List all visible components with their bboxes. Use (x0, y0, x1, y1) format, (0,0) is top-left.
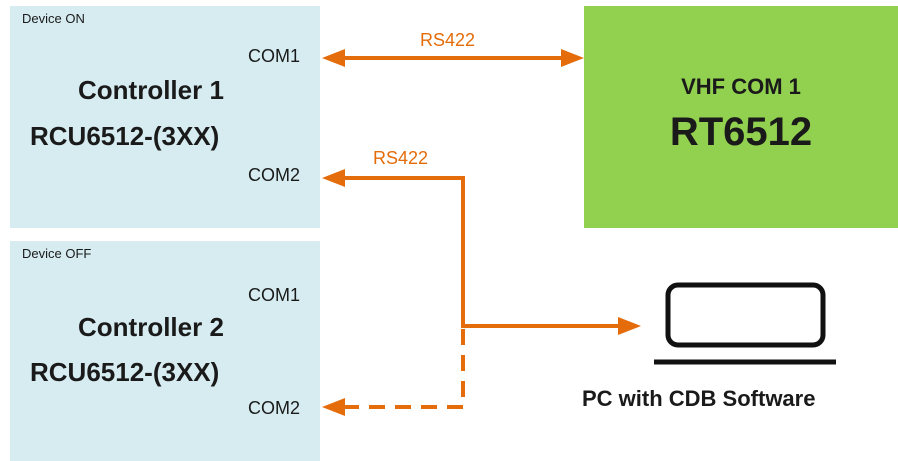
controller-2-name: Controller 2 (78, 312, 224, 342)
controller-1-model: RCU6512-(3XX) (30, 121, 220, 151)
controller-1-com2-label: COM2 (248, 165, 301, 185)
controller-2-status: Device OFF (22, 246, 92, 261)
controller-2-com1-label: COM1 (248, 285, 301, 305)
rs422-com1-link (322, 49, 584, 67)
link-top-label: RS422 (420, 30, 476, 50)
link-middle-label: RS422 (373, 148, 429, 168)
controller-1-name: Controller 1 (78, 75, 224, 105)
controller-1-status: Device ON (22, 11, 85, 26)
vhf-radio-title: VHF COM 1 (681, 74, 801, 99)
vhf-radio-model: RT6512 (669, 110, 813, 154)
vhf-radio-box (584, 6, 898, 228)
controller-1-com1-label: COM1 (248, 46, 301, 66)
rs422-com2-link (322, 169, 641, 335)
controller-2-com2-label: COM2 (248, 398, 301, 418)
controller-2-box (10, 241, 320, 461)
controller-2-model: RCU6512-(3XX) (30, 357, 220, 387)
laptop-icon (654, 282, 836, 365)
standby-com2-link (322, 329, 465, 416)
controller-1-box (10, 6, 320, 228)
pc-label: PC with CDB Software (582, 386, 816, 411)
